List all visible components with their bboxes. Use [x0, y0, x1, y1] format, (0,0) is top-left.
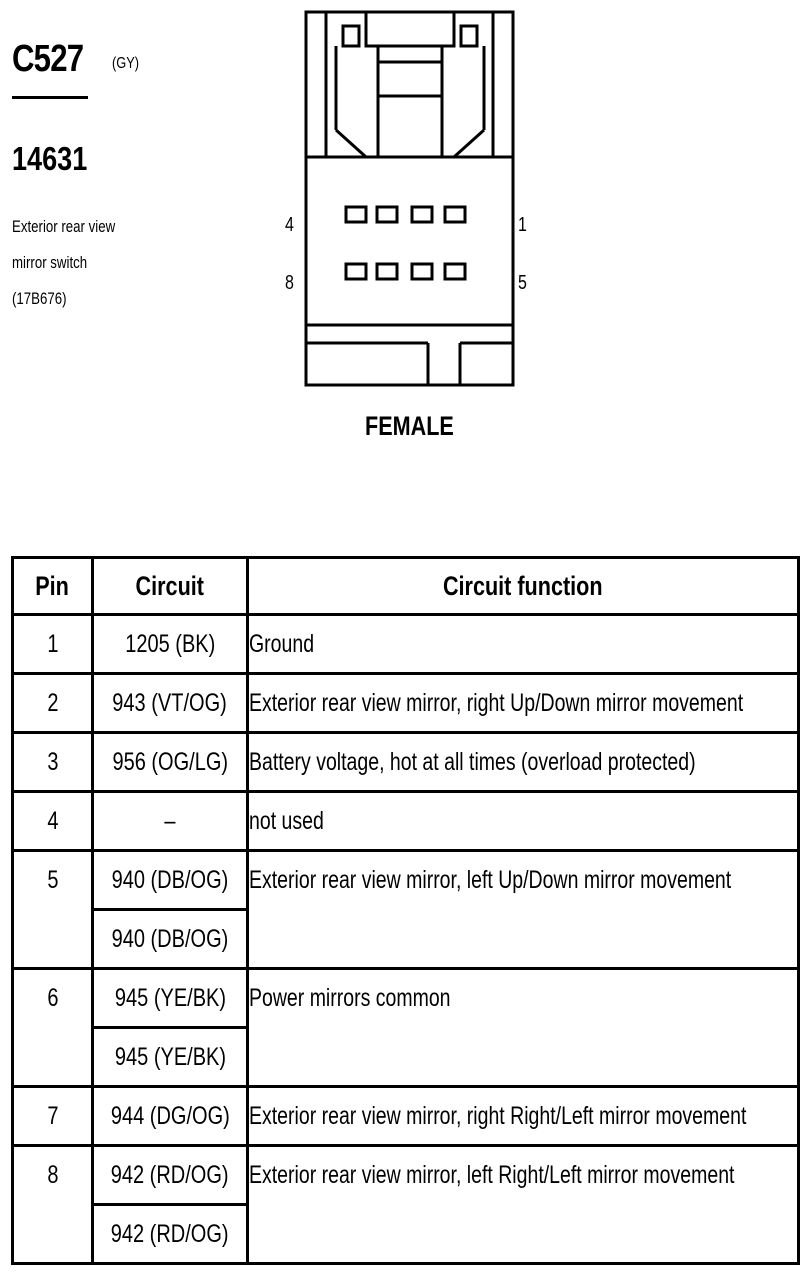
column-header-circuit: Circuit — [91, 556, 249, 616]
pin-cell: 5 — [11, 849, 94, 970]
table-row: 1 1205 (BK) Ground — [11, 613, 800, 675]
pin-cell: 6 — [11, 967, 94, 1088]
pin-label-top-left: 4 — [285, 214, 294, 236]
connector-number: 14631 — [12, 140, 88, 177]
pin-label-bottom-left: 8 — [285, 272, 294, 294]
table-row: 942 (RD/OG) — [13, 1203, 799, 1265]
table-row: 3 956 (OG/LG) Battery voltage, hot at al… — [11, 731, 800, 793]
table-header-row: Pin Circuit Circuit function — [11, 556, 800, 616]
function-cell: Ground — [246, 613, 800, 675]
table-row: 4 – not used — [11, 790, 800, 852]
function-cell: Exterior rear view mirror, left Right/Le… — [246, 1144, 800, 1265]
circuit-cell: 945 (YE/BK) — [91, 967, 249, 1029]
connector-color: (GY) — [112, 55, 140, 72]
circuit-cell: 940 (DB/OG) — [91, 849, 249, 911]
table-row: 945 (YE/BK) — [13, 1026, 799, 1088]
pin-cell: 2 — [11, 672, 94, 734]
pin-cell: 4 — [11, 790, 94, 852]
column-header-circuit-function: Circuit function — [246, 556, 800, 616]
circuit-cell: 956 (OG/LG) — [91, 731, 249, 793]
pin-table: Pin Circuit Circuit function 1 1205 (BK)… — [11, 556, 800, 1265]
function-cell: Exterior rear view mirror, right Up/Down… — [246, 672, 800, 734]
circuit-cell: 1205 (BK) — [91, 613, 249, 675]
connector-code: C527 — [12, 38, 84, 80]
connector-description-line-3: (17B676) — [12, 289, 67, 308]
header-underline — [12, 96, 88, 99]
circuit-cell: 944 (DG/OG) — [91, 1085, 249, 1147]
table-row: 6 945 (YE/BK) Power mirrors common — [11, 967, 800, 1088]
circuit-cell: 943 (VT/OG) — [91, 672, 249, 734]
table-row: 5 940 (DB/OG) Exterior rear view mirror,… — [11, 849, 800, 970]
pin-cell: 8 — [11, 1144, 94, 1265]
table-row: 8 942 (RD/OG) Exterior rear view mirror,… — [11, 1144, 800, 1265]
pin-cell: 7 — [11, 1085, 94, 1147]
connector-description-line-1: Exterior rear view — [12, 217, 116, 236]
circuit-cell: 945 (YE/BK) — [91, 1026, 249, 1088]
function-cell: Exterior rear view mirror, right Right/L… — [246, 1085, 800, 1147]
function-cell: Battery voltage, hot at all times (overl… — [246, 731, 800, 793]
pin-cell: 1 — [11, 613, 94, 675]
table-row: 2 943 (VT/OG) Exterior rear view mirror,… — [11, 672, 800, 734]
function-cell: not used — [246, 790, 800, 852]
pin-cell: 3 — [11, 731, 94, 793]
circuit-cell: 942 (RD/OG) — [91, 1144, 249, 1206]
function-cell: Exterior rear view mirror, left Up/Down … — [246, 849, 800, 970]
circuit-cell: – — [91, 790, 249, 852]
connector-gender-label: FEMALE — [365, 411, 454, 441]
circuit-cell: 942 (RD/OG) — [91, 1203, 249, 1265]
function-cell: Power mirrors common — [246, 967, 800, 1088]
pin-label-bottom-right: 5 — [518, 272, 527, 294]
pin-label-top-right: 1 — [518, 214, 527, 236]
circuit-cell: 940 (DB/OG) — [91, 908, 249, 970]
column-header-pin: Pin — [11, 556, 94, 616]
connector-face-diagram — [304, 10, 515, 387]
table-row: 940 (DB/OG) — [13, 908, 799, 970]
connector-description-line-2: mirror switch — [12, 253, 88, 272]
table-row: 7 944 (DG/OG) Exterior rear view mirror,… — [11, 1085, 800, 1147]
